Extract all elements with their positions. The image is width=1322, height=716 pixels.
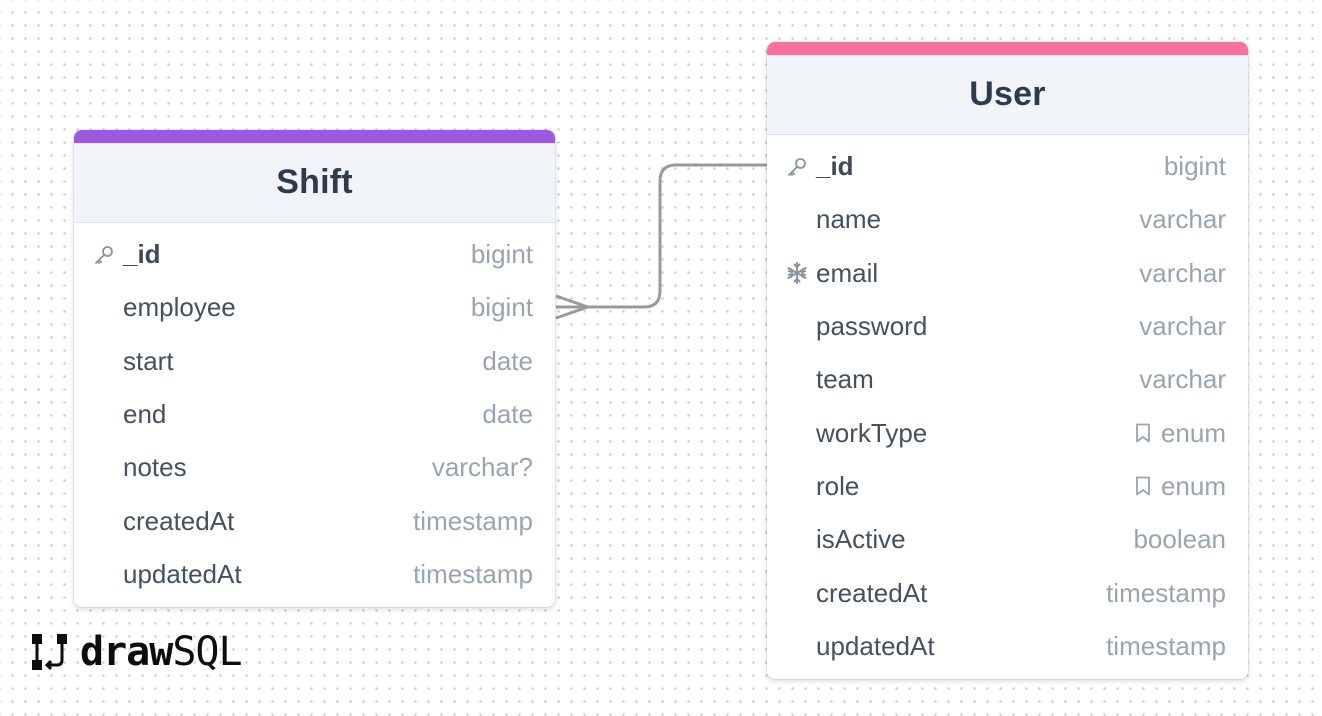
column-row[interactable]: role enum bbox=[767, 460, 1248, 513]
table-shift[interactable]: Shift _id bigint employee bigint start d… bbox=[74, 130, 555, 608]
column-type-label: timestamp bbox=[1106, 630, 1226, 661]
column-type: bigint bbox=[471, 292, 533, 323]
column-row[interactable]: createdAt timestamp bbox=[74, 494, 555, 547]
column-type: varchar bbox=[1139, 258, 1226, 289]
column-type: timestamp bbox=[413, 559, 533, 590]
column-row[interactable]: end date bbox=[74, 388, 555, 441]
column-type-label: bigint bbox=[470, 292, 533, 323]
column-type-label: bigint bbox=[1163, 151, 1226, 182]
drawsql-logo-icon bbox=[32, 634, 67, 671]
column-name: isActive bbox=[816, 524, 906, 555]
column-type: enum bbox=[1133, 418, 1226, 449]
table-accent-bar bbox=[767, 42, 1248, 55]
column-type-label: varchar? bbox=[431, 452, 533, 483]
column-name: employee bbox=[123, 292, 236, 323]
column-type-label: varchar bbox=[1139, 204, 1226, 235]
column-name: _id bbox=[816, 151, 854, 182]
column-type: timestamp bbox=[413, 506, 533, 537]
table-title[interactable]: Shift bbox=[74, 143, 555, 223]
key-icon bbox=[785, 155, 809, 179]
drawsql-logo[interactable]: drawSQL bbox=[30, 629, 243, 675]
column-name: updatedAt bbox=[816, 630, 935, 661]
column-type: varchar bbox=[1139, 311, 1226, 342]
column-row[interactable]: _id bigint bbox=[74, 228, 555, 281]
column-type: varchar? bbox=[432, 452, 533, 483]
column-type: timestamp bbox=[1106, 631, 1226, 662]
column-type-label: boolean bbox=[1133, 524, 1226, 555]
column-name: start bbox=[123, 345, 174, 376]
column-list: _id bigint employee bigint start date en… bbox=[74, 223, 555, 607]
column-row[interactable]: name varchar bbox=[767, 193, 1248, 246]
column-row[interactable]: password varchar bbox=[767, 300, 1248, 353]
column-row[interactable]: start date bbox=[74, 335, 555, 388]
column-row[interactable]: updatedAt timestamp bbox=[74, 548, 555, 601]
column-row[interactable]: workType enum bbox=[767, 406, 1248, 459]
column-name: workType bbox=[816, 417, 928, 448]
column-name: team bbox=[816, 364, 874, 395]
column-type-label: timestamp bbox=[413, 558, 533, 589]
column-row[interactable]: createdAt timestamp bbox=[767, 566, 1248, 619]
column-type-label: varchar bbox=[1139, 311, 1226, 342]
snowflake-icon bbox=[785, 261, 809, 285]
column-type: date bbox=[482, 346, 533, 377]
crows-foot-icon bbox=[555, 294, 589, 320]
column-row[interactable]: employee bigint bbox=[74, 281, 555, 334]
column-row[interactable]: team varchar bbox=[767, 353, 1248, 406]
column-type-label: enum bbox=[1160, 417, 1226, 448]
bookmark-icon[interactable] bbox=[1133, 422, 1153, 444]
column-type-label: timestamp bbox=[413, 505, 533, 536]
column-name: _id bbox=[123, 239, 161, 270]
table-title[interactable]: User bbox=[767, 55, 1248, 135]
column-name: email bbox=[816, 257, 879, 288]
table-user[interactable]: User _id bigint name varchar bbox=[767, 42, 1248, 679]
column-name: updatedAt bbox=[123, 558, 242, 589]
column-type-label: timestamp bbox=[1106, 577, 1226, 608]
column-type-label: date bbox=[482, 399, 533, 430]
column-type-label: bigint bbox=[470, 239, 533, 270]
key-icon bbox=[92, 243, 116, 267]
column-type: varchar bbox=[1139, 364, 1226, 395]
column-row[interactable]: updatedAt timestamp bbox=[767, 620, 1248, 673]
column-name: end bbox=[123, 399, 167, 430]
column-row[interactable]: notes varchar? bbox=[74, 441, 555, 494]
column-type: enum bbox=[1133, 471, 1226, 502]
column-name: notes bbox=[123, 452, 187, 483]
relationship-path bbox=[556, 163, 786, 309]
column-type: bigint bbox=[471, 239, 533, 270]
logo-text-light: SQL bbox=[172, 629, 242, 675]
column-name: createdAt bbox=[123, 505, 235, 536]
column-type: date bbox=[482, 399, 533, 430]
column-type: boolean bbox=[1133, 524, 1226, 555]
column-type-label: varchar bbox=[1139, 257, 1226, 288]
column-row[interactable]: email varchar bbox=[767, 247, 1248, 300]
column-row[interactable]: isActive boolean bbox=[767, 513, 1248, 566]
column-name: name bbox=[816, 204, 882, 235]
column-name: role bbox=[816, 470, 860, 501]
column-type: varchar bbox=[1139, 204, 1226, 235]
column-type-label: date bbox=[482, 345, 533, 376]
table-accent-bar bbox=[74, 130, 555, 143]
column-name: createdAt bbox=[816, 577, 928, 608]
column-name: password bbox=[816, 311, 928, 342]
column-type: timestamp bbox=[1106, 578, 1226, 609]
bookmark-icon[interactable] bbox=[1133, 475, 1153, 497]
column-type-label: varchar bbox=[1139, 364, 1226, 395]
logo-text-bold: draw bbox=[80, 629, 173, 675]
drawsql-logo-text: drawSQL bbox=[80, 629, 243, 675]
column-type: bigint bbox=[1164, 151, 1226, 182]
column-list: _id bigint name varchar email varchar bbox=[767, 135, 1248, 679]
column-row[interactable]: _id bigint bbox=[767, 140, 1248, 193]
column-type-label: enum bbox=[1160, 470, 1226, 501]
